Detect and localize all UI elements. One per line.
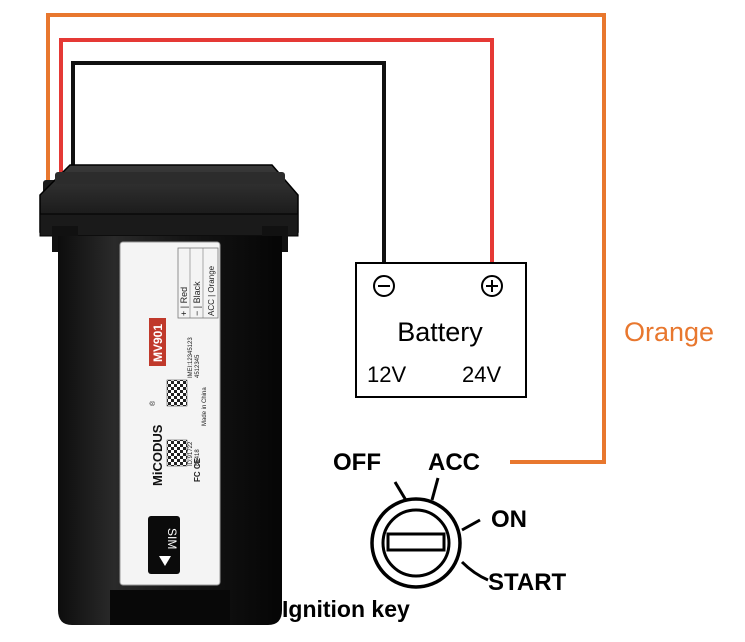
device-brand: MiCODUS (150, 424, 165, 486)
ignition-switch: OFF ACC ON START Ignition key (282, 449, 567, 622)
imei-line-1: IMEI:12345123 (188, 337, 194, 378)
black-wire (71, 61, 386, 263)
cap-flange (39, 213, 299, 237)
legend-red: + | Red (179, 287, 189, 316)
device-model: MV901 (151, 324, 165, 362)
ignition-pos-start: START (488, 569, 567, 596)
battery-title: Battery (397, 317, 483, 347)
start-pointer (460, 560, 489, 582)
acc-pointer (430, 477, 440, 501)
cap-ridge (55, 172, 285, 184)
ignition-pos-acc: ACC (428, 449, 480, 476)
brand-registered: ® (149, 400, 157, 406)
imei-line-2: 4512345 (195, 354, 201, 378)
sim-label: SIM (165, 528, 179, 549)
battery-voltage-24v: 24V (462, 362, 501, 387)
sim-slot[interactable] (148, 516, 180, 574)
on-pointer (461, 518, 481, 532)
device-base (110, 590, 230, 625)
orange-wire (46, 13, 606, 464)
ignition-pos-on: ON (491, 506, 527, 533)
device-label-panel (119, 241, 221, 586)
certification-marks: FC CE (193, 457, 202, 482)
qr-code-id (166, 439, 188, 467)
id-line-1: ID:91722 (188, 441, 194, 466)
ignition-pos-off: OFF (333, 449, 381, 476)
wires (46, 13, 606, 464)
orange-wire-label: Orange (624, 317, 714, 347)
legend-acc: ACC | Orange (207, 265, 216, 316)
wire-legend: + | Red − | Black ACC | Orange (177, 247, 219, 319)
made-in-china: Made in China (202, 387, 208, 426)
battery-voltage-12v: 12V (367, 362, 406, 387)
gps-tracker-device: + | Red − | Black ACC | Orange MV901 MiC… (39, 164, 299, 625)
arrow-down-icon (159, 556, 171, 566)
id-line-2: 86418 (195, 449, 201, 466)
model-badge (149, 318, 166, 366)
qr-code-imei (166, 379, 188, 407)
key-slot-icon (386, 532, 446, 552)
ignition-caption: Ignition key (282, 596, 410, 622)
battery: Battery 12V 24V (355, 262, 527, 398)
legend-black: − | Black (192, 281, 202, 316)
red-wire (59, 38, 494, 263)
